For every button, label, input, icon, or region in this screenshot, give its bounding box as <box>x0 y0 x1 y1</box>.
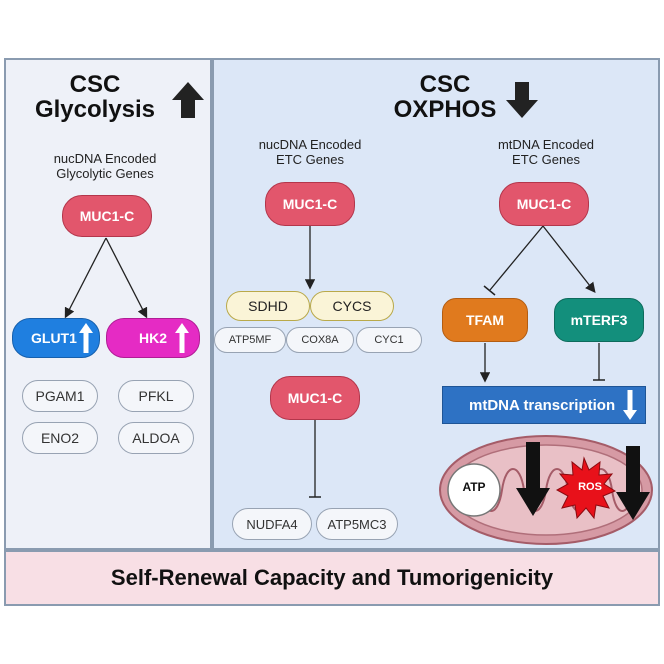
gene-atp5mf: ATP5MF <box>214 327 286 353</box>
atp-label: ATP <box>462 480 486 494</box>
gene-atp5mc3: ATP5MC3 <box>316 508 398 540</box>
glut1-label: GLUT1 <box>31 330 77 346</box>
mt-etc-caption-line1: mtDNA Encoded <box>497 137 595 152</box>
atp-circle <box>447 463 501 517</box>
arrow-muc-hk2 <box>105 237 148 319</box>
glycolytic-caption-line2: Glycolytic Genes <box>56 165 154 181</box>
arrow-muc-glut1 <box>64 237 107 319</box>
muc1c-node-glycolysis: MUC1-C <box>62 195 152 237</box>
ros-down-arrow-icon <box>616 446 650 520</box>
glycolytic-caption-line1: nucDNA Encoded <box>53 151 157 166</box>
atp-down-arrow-icon <box>516 442 550 516</box>
nuc-etc-caption-line2: ETC Genes <box>276 151 344 167</box>
mterf3-node: mTERF3 <box>554 298 644 342</box>
glycolysis-title: CSC Glycolysis <box>20 71 170 124</box>
gene-eno2: ENO2 <box>22 422 98 454</box>
glycolysis-title-line2: Glycolysis <box>34 96 156 124</box>
oxphos-title-line2: OXPHOS <box>393 96 497 124</box>
inhibit-line-tfam <box>489 225 544 291</box>
inhibit-bar-tfam <box>483 285 496 296</box>
arrow-down-icon <box>506 82 538 118</box>
nuc-etc-caption: nucDNA Encoded ETC Genes <box>240 137 380 168</box>
mtdna-transcription-box: mtDNA transcription <box>442 386 646 424</box>
footer-banner: Self-Renewal Capacity and Tumorigenicity <box>4 550 660 606</box>
nuc-etc-caption-line1: nucDNA Encoded <box>258 137 362 152</box>
glycolytic-genes-caption: nucDNA Encoded Glycolytic Genes <box>30 151 180 182</box>
glycolysis-panel <box>4 58 212 550</box>
gene-pfkl: PFKL <box>118 380 194 412</box>
gene-cyc1: CYC1 <box>356 327 422 353</box>
mt-etc-caption: mtDNA Encoded ETC Genes <box>476 137 616 168</box>
gene-pgam1: PGAM1 <box>22 380 98 412</box>
ros-label: ROS <box>578 481 602 493</box>
oxphos-title-line1: CSC <box>419 71 471 98</box>
gene-sdhd: SDHD <box>226 291 310 321</box>
arrow-up-icon <box>172 82 204 118</box>
gene-aldoa: ALDOA <box>118 422 194 454</box>
gene-cycs: CYCS <box>310 291 394 321</box>
muc1c-node-mt: MUC1-C <box>499 182 589 226</box>
hk2-up-arrow-icon <box>175 323 189 353</box>
muc1c-node-nuc: MUC1-C <box>265 182 355 226</box>
mt-etc-caption-line2: ETC Genes <box>512 151 580 167</box>
muc1c-node-lower: MUC1-C <box>270 376 360 420</box>
glycolysis-title-line1: CSC <box>69 71 121 98</box>
glut1-up-arrow-icon <box>79 323 93 353</box>
gene-nudfa4: NUDFA4 <box>232 508 312 540</box>
gene-cox8a: COX8A <box>286 327 354 353</box>
mitochondrion-icon <box>439 435 653 545</box>
arrow-muc-mterf3 <box>542 225 596 294</box>
mtdna-down-arrow-icon <box>623 390 637 420</box>
tfam-node: TFAM <box>442 298 528 342</box>
oxphos-title: CSC OXPHOS <box>380 71 510 124</box>
mtdna-transcription-label: mtDNA transcription <box>469 396 616 414</box>
ros-burst-icon <box>555 456 617 520</box>
hk2-label: HK2 <box>139 330 168 346</box>
